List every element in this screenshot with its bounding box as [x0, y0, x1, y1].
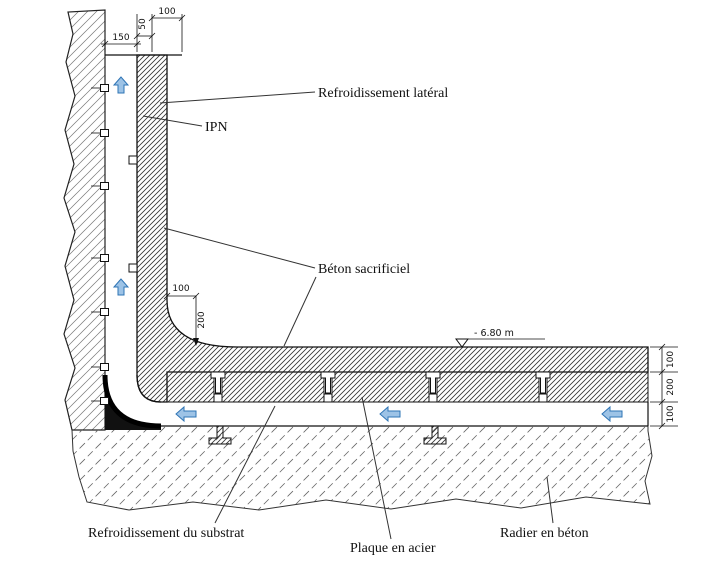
sacrificial-concrete-structure [136, 54, 649, 403]
foundation-block [166, 371, 215, 403]
dim-arrow-down [193, 338, 199, 346]
leader-plaque-acier [361, 396, 392, 540]
flow-arrows [112, 76, 623, 423]
dim-200-mid: 200 [197, 311, 207, 328]
label-ipn: IPN [205, 120, 228, 135]
flow-arrow-left [379, 405, 401, 423]
foundation-block [436, 371, 540, 403]
channel-bend-outer-wall [102, 374, 162, 429]
leader-lines [142, 91, 554, 540]
joint-clip [320, 371, 336, 394]
mid-dimensions: 100 200 [163, 284, 207, 346]
elevation-triangle-icon [455, 338, 469, 348]
elevation-value: - 6.80 m [474, 328, 514, 339]
joint-clip-foot [538, 393, 548, 403]
leader-radier-beton [546, 476, 554, 524]
wall-anchor [91, 129, 109, 137]
foundation-block [331, 371, 430, 403]
label-beton-sacrificiel: Béton sacrificiel [318, 262, 410, 277]
wall-anchor [91, 308, 109, 316]
joint-clip-foot [213, 393, 223, 403]
substrate-fill [72, 426, 652, 510]
wall-anchor [91, 84, 109, 92]
dim-100-top: 100 [158, 7, 175, 17]
foundation-block [546, 371, 649, 403]
dim-right-bottom: 100 [666, 405, 676, 422]
foundation-block [221, 371, 325, 403]
label-refroidissement-lateral: Refroidissement latéral [318, 86, 448, 101]
flow-arrow-up [112, 76, 130, 94]
leader-beton-sacrificiel-column [163, 227, 316, 269]
wall-anchor [91, 363, 109, 371]
t-anchor [208, 425, 232, 445]
ipn-bolts [128, 155, 138, 273]
block-joint-clips [210, 371, 551, 403]
label-refroidissement-substrat: Refroidissement du substrat [88, 526, 244, 541]
wall-anchor [91, 182, 109, 190]
flow-arrow-left [601, 405, 623, 423]
dim-100-mid: 100 [172, 284, 189, 294]
joint-clip [425, 371, 441, 394]
joint-clip-foot [428, 393, 438, 403]
flow-arrow-up [112, 278, 130, 296]
leader-refroidissement-lateral [159, 91, 316, 104]
wall-anchor [91, 397, 109, 405]
t-anchor [423, 425, 447, 445]
dim-150: 150 [112, 33, 129, 43]
dim-right-top: 100 [666, 351, 676, 368]
ipn-bolt [128, 263, 138, 273]
under-channel-anchors [208, 425, 447, 445]
label-plaque-acier: Plaque en acier [350, 541, 436, 556]
joint-clip-foot [323, 393, 333, 403]
top-dimensions: 150 50 100 [101, 7, 186, 52]
joint-clip [535, 371, 551, 394]
leader-refroidissement-substrat [214, 405, 276, 524]
joint-clip [210, 371, 226, 394]
dim-right-middle: 200 [666, 378, 676, 395]
elevation-marker: - 6.80 m [455, 328, 545, 348]
leader-ipn [142, 115, 203, 127]
leader-beton-sacrificiel-slab [283, 276, 317, 347]
annotation-labels: Refroidissement latéral IPN Béton sacrif… [88, 86, 589, 556]
dim-50: 50 [138, 18, 148, 30]
wall-anchor [91, 254, 109, 262]
rock-wall [63, 9, 106, 431]
substrate-outline [71, 426, 653, 511]
right-dimensions: 100 200 100 [650, 343, 678, 430]
wall-anchors [91, 84, 109, 405]
ipn-bolt [128, 155, 138, 165]
flow-arrow-left [175, 405, 197, 423]
foundation-blocks [166, 371, 649, 403]
label-radier-beton: Radier en béton [500, 526, 589, 541]
